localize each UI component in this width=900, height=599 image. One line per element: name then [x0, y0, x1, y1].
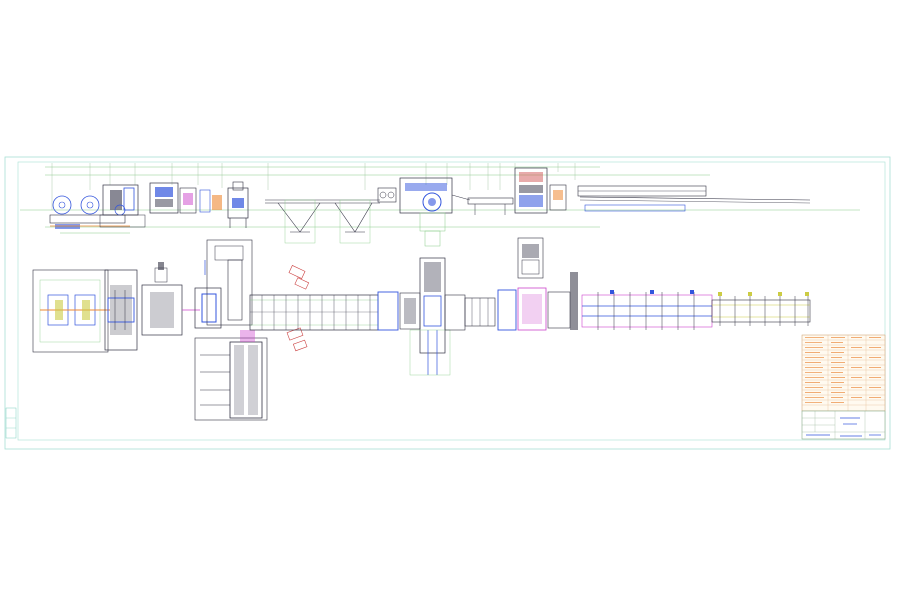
- parts-list-grid: [802, 335, 885, 411]
- punch-units-elevation: [149, 182, 222, 214]
- drawing-frame: [4, 156, 891, 450]
- roller-stand-elevation: [377, 187, 397, 203]
- leveller-plan: [104, 269, 138, 351]
- uncoiler-elevation: [49, 195, 130, 229]
- belt-elevation: [467, 197, 514, 215]
- stacker-plan: [194, 330, 268, 421]
- plan-view: [32, 237, 811, 421]
- feeder-plan: [141, 262, 200, 336]
- elevation-view: [20, 163, 860, 247]
- leveller-elevation: [99, 184, 146, 228]
- parts-list-table: [801, 334, 886, 412]
- title-box-grid: [802, 411, 885, 439]
- output-conveyor-markers: [610, 290, 809, 296]
- elevation-leaders: [51, 163, 576, 210]
- main-conveyor-rollers: [261, 295, 371, 330]
- conveyor-truss-1: [265, 199, 380, 244]
- cutoff-press-plan: [497, 237, 578, 331]
- parts-list-entries: [805, 337, 881, 403]
- runout-table-elevation: [577, 185, 811, 212]
- forming-station-plan: [377, 257, 466, 376]
- elevation-dimension-lines: [20, 166, 860, 234]
- cutoff-unit-elevation: [514, 167, 567, 214]
- output-conveyor-plan: [581, 294, 811, 328]
- main-press-elevation: [399, 177, 471, 247]
- inner-border: [17, 161, 886, 441]
- press-elevation-1: [227, 181, 249, 228]
- margin-stamp: [5, 407, 17, 439]
- title-box-marks: [806, 417, 881, 437]
- title-block: [801, 334, 886, 440]
- main-conveyor-plan: [249, 294, 379, 331]
- intermediate-table-plan: [464, 297, 496, 327]
- uncoiler-plan: [32, 269, 110, 353]
- outer-border: [4, 156, 891, 450]
- output-conveyor-supports: [597, 292, 809, 330]
- press-plan-1: [194, 239, 253, 329]
